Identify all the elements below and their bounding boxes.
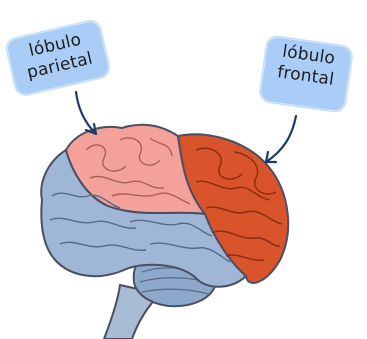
label-frontal-lobe: lóbulo frontal [258,34,355,114]
arrow-to-parietal [76,92,96,134]
arrow-to-frontal [266,116,296,162]
